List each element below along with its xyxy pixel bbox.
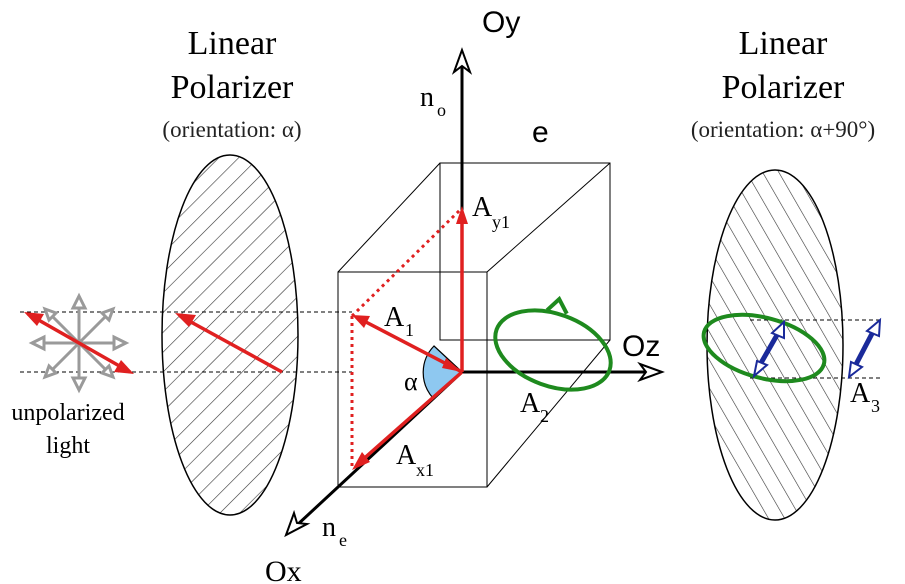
elliptical-polarization-right: [701, 312, 827, 384]
ax1-label: A x1: [396, 440, 434, 480]
unpolarized-label-line2: light: [46, 433, 90, 459]
oz-axis: [462, 361, 665, 383]
left-polarizer-orientation: (orientation: α): [162, 117, 301, 142]
svg-text:e: e: [339, 530, 347, 550]
right-polarizer-orientation: (orientation: α+90°): [691, 117, 875, 142]
a3-label: A 3: [850, 378, 880, 416]
unpolarized-label-line1: unpolarized: [11, 400, 124, 426]
vector-ax1: [352, 370, 464, 470]
left-polarizer-plate: [161, 154, 299, 516]
a2-label: A 2: [520, 388, 549, 426]
svg-text:n: n: [322, 512, 336, 543]
svg-text:y1: y1: [492, 212, 510, 232]
svg-text:A: A: [384, 302, 405, 333]
svg-text:A: A: [396, 440, 417, 471]
left-polarizer-title-line1: Linear: [188, 25, 277, 62]
alpha-angle-arc: [422, 345, 463, 399]
n-o-label: n o: [420, 82, 446, 120]
blue-arrow-on-polarizer: [752, 319, 785, 379]
vector-ay1: [456, 206, 468, 372]
vector-a1: [352, 315, 463, 374]
n-e-label: n e: [322, 512, 347, 550]
svg-text:A: A: [850, 378, 871, 409]
svg-text:1: 1: [405, 320, 414, 340]
svg-text:A: A: [472, 192, 493, 223]
svg-text:2: 2: [540, 406, 549, 426]
vector-a3: [847, 317, 882, 380]
svg-text:3: 3: [871, 396, 880, 416]
ay1-label: A y1: [472, 192, 510, 232]
svg-text:n: n: [420, 82, 434, 113]
polarized-red-arrow: [175, 313, 283, 374]
svg-text:o: o: [437, 100, 446, 120]
right-polarizer-plate: [706, 169, 844, 521]
crystal-cube: [337, 162, 611, 488]
alpha-label: α: [404, 367, 418, 396]
elliptical-polarization-a2: [493, 295, 613, 392]
projection-lines: [350, 206, 464, 470]
svg-text:A: A: [520, 388, 541, 419]
right-polarizer: Linear Polarizer (orientation: α+90°): [691, 25, 875, 521]
ox-label: Ox: [265, 555, 302, 584]
a1-label: A 1: [384, 302, 414, 340]
right-polarizer-title-line2: Polarizer: [722, 69, 845, 106]
left-polarizer: Linear Polarizer (orientation: α): [161, 25, 302, 516]
oz-label: Oz: [622, 330, 660, 363]
left-polarizer-title-line2: Polarizer: [171, 69, 294, 106]
oy-label: Oy: [482, 6, 520, 39]
svg-text:x1: x1: [416, 460, 434, 480]
right-polarizer-title-line1: Linear: [739, 25, 828, 62]
e-label: e: [532, 116, 549, 149]
unpolarized-red-arrow: [24, 312, 134, 374]
